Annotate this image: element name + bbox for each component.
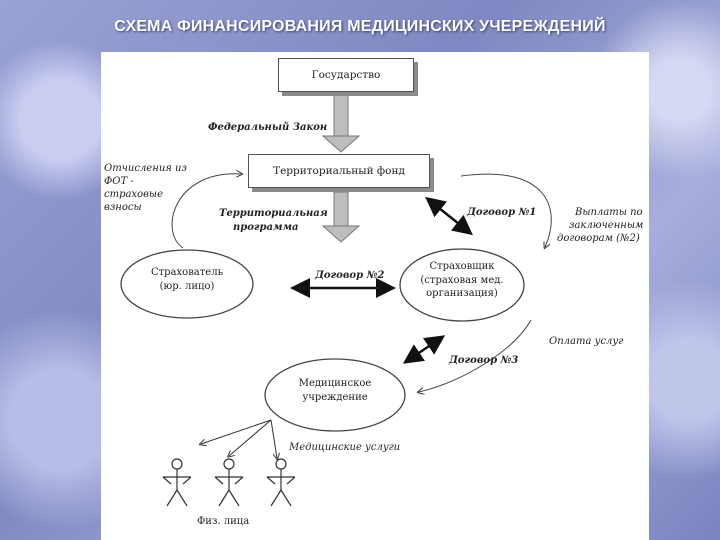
payments-line2: заключенным [569, 220, 644, 231]
insured-title: Страхователь [150, 267, 224, 278]
territorial-program-label: Территориальная программа [219, 207, 328, 234]
state-box: Государство [278, 58, 414, 92]
person-figure-2 [214, 458, 244, 507]
deductions-line2: ФОТ - [104, 176, 134, 187]
contract2-label: Договор №2 [315, 270, 385, 281]
insurer-label: Страховщик (страховая мед. организация) [406, 260, 518, 301]
payments-line1: Выплаты по [575, 207, 643, 218]
territorial-program-arrow [321, 191, 361, 243]
territorial-fund-box: Территориальный фонд [248, 154, 430, 188]
contract1-arrow [425, 196, 473, 236]
insurer-title: Страховщик [429, 261, 495, 272]
payments-curve [460, 173, 552, 247]
diagram-panel: Государство Территориальный фонд Страхов… [101, 52, 649, 540]
medical-services-label: Медицинские услуги [289, 442, 401, 453]
insured-subtitle: (юр. лицо) [159, 280, 215, 292]
contract1-label: Договор №1 [467, 207, 537, 218]
slide-title: СХЕМА ФИНАНСИРОВАНИЯ МЕДИЦИНСКИХ УЧЕРЕЖД… [114, 18, 606, 35]
deductions-label: Отчисления из ФОТ - страховые взносы [104, 162, 187, 214]
territorial-program-line2: программа [233, 221, 299, 233]
insured-label: Страхователь (юр. лицо) [131, 266, 243, 293]
insurer-subtitle-2: организация) [426, 288, 498, 299]
insurer-ellipse [399, 248, 525, 322]
service-payment-curve [419, 319, 532, 392]
medical-services-lines [201, 419, 277, 458]
insured-ellipse [120, 249, 254, 319]
clinic-ellipse [264, 358, 406, 432]
federal-law-label: Федеральный Закон [208, 122, 328, 133]
contract3-arrow [402, 335, 446, 364]
federal-law-arrow [321, 93, 361, 153]
deductions-line1: Отчисления из [104, 163, 187, 174]
deductions-curve [171, 174, 241, 249]
clinic-title-1: Медицинское [298, 378, 372, 389]
clinic-title-2: учреждение [302, 391, 368, 403]
persons-label: Физ. лица [197, 516, 250, 527]
territorial-program-line1: Территориальная [219, 208, 328, 219]
person-figure-1 [162, 458, 192, 507]
insurer-subtitle-1: (страховая мед. [420, 274, 504, 286]
clinic-label: Медицинское учреждение [279, 377, 391, 404]
deductions-line3: страховые [104, 189, 163, 200]
deductions-line4: взносы [104, 202, 142, 213]
person-figure-3 [266, 458, 296, 507]
diagram-lines [120, 93, 552, 507]
payments-label: Выплаты по заключенным договорам (№2) [557, 206, 643, 245]
service-payment-label: Оплата услуг [549, 336, 624, 347]
contract3-label: Договор №3 [449, 355, 519, 366]
payments-line3: договорам (№2) [557, 233, 640, 244]
